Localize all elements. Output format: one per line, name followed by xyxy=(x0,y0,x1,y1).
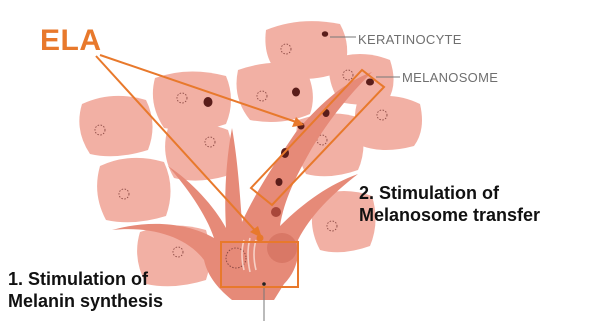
melanosome-early xyxy=(271,207,281,217)
keratinocyte-cell xyxy=(153,71,231,130)
step2-line1: 2. Stimulation of xyxy=(359,182,540,204)
synthesis-leader-dot xyxy=(262,282,266,286)
keratinocyte-cell xyxy=(97,158,170,222)
step2-label: 2. Stimulation of Melanosome transfer xyxy=(359,182,540,226)
melanosome-dot xyxy=(204,97,213,107)
keratinocyte-cell xyxy=(237,63,313,122)
melanosome-dot xyxy=(292,88,300,97)
step1-line2: Melanin synthesis xyxy=(8,290,163,312)
ela-label: ELA xyxy=(40,26,102,56)
nucleus-inner xyxy=(267,233,297,263)
step2-line2: Melanosome transfer xyxy=(359,204,540,226)
melanosome-dot xyxy=(322,31,328,37)
step1-line1: 1. Stimulation of xyxy=(8,268,163,290)
melanosome-dot xyxy=(276,178,283,186)
step1-label: 1. Stimulation of Melanin synthesis xyxy=(8,268,163,312)
keratinocyte-label: KERATINOCYTE xyxy=(358,33,462,46)
melanosome-label: MELANOSOME xyxy=(402,71,498,84)
keratinocyte-cell xyxy=(355,96,422,150)
